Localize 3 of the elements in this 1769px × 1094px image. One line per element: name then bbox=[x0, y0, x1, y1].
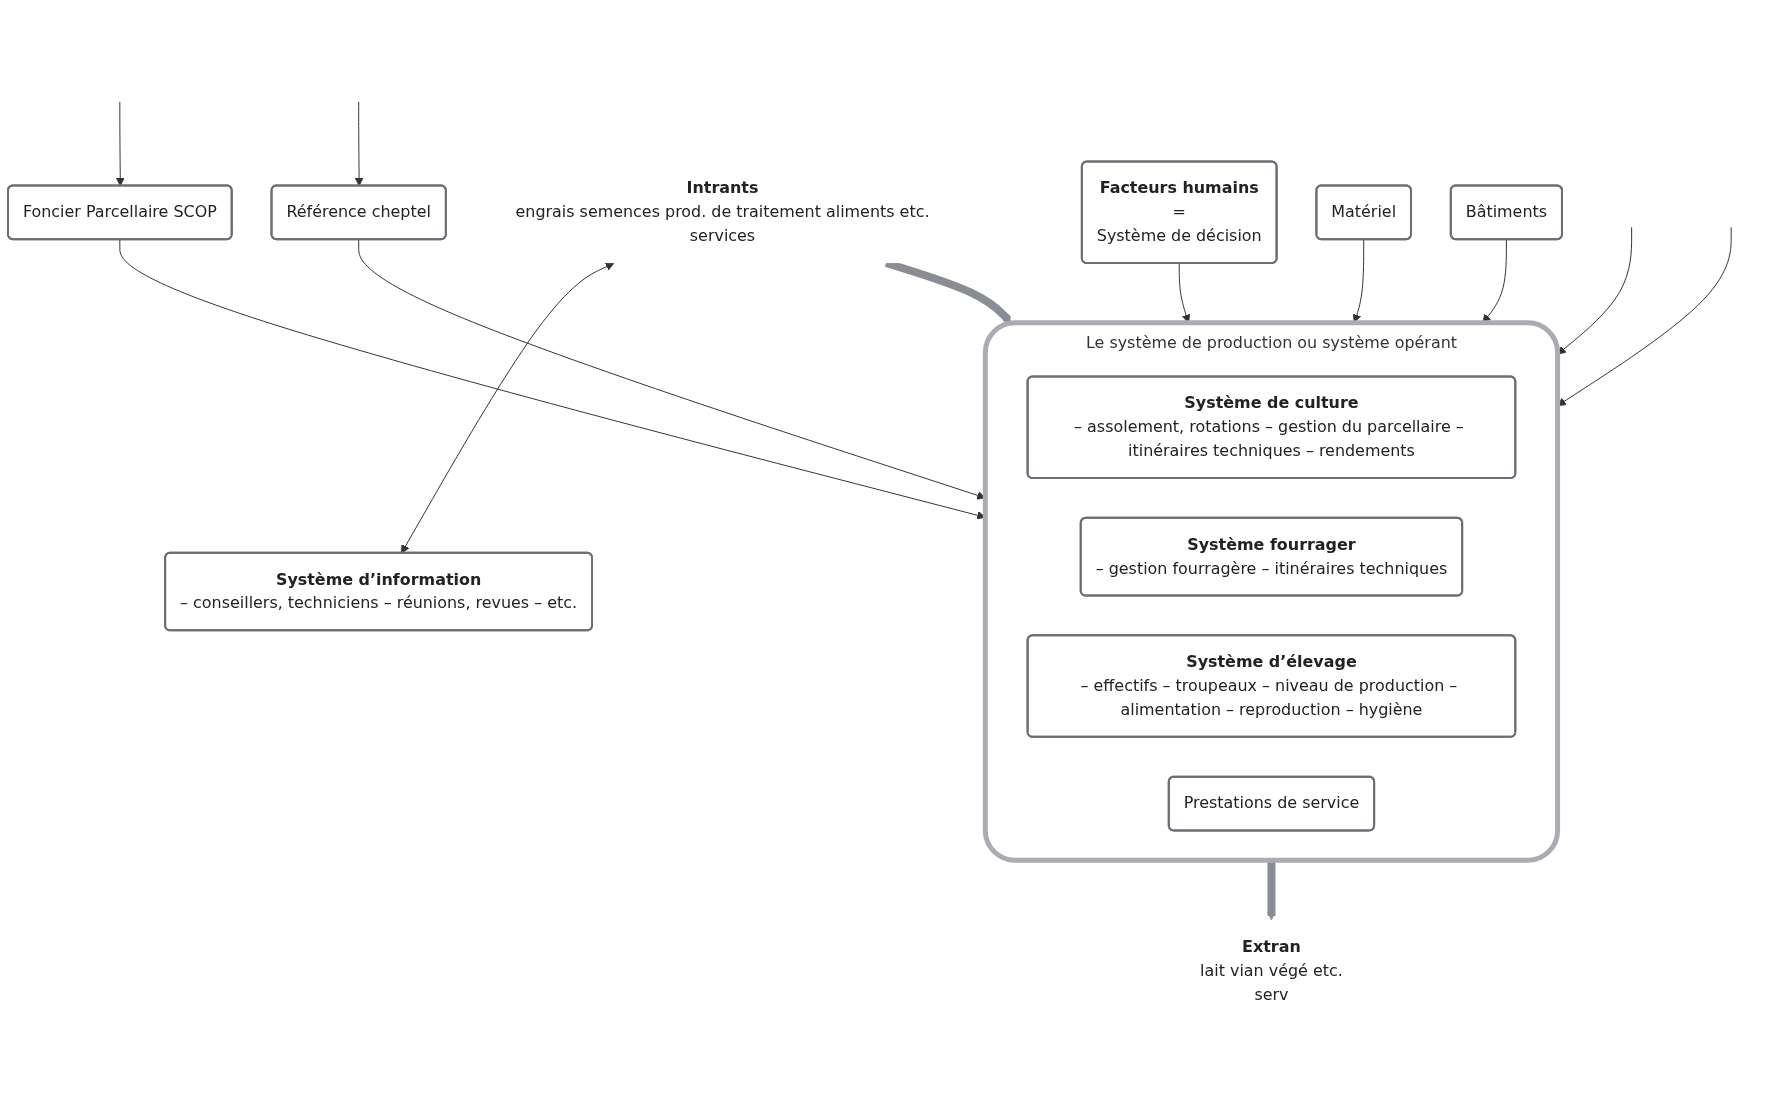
node-text: Intrants engrais semences prod. de traitement aliments etc. services bbox=[515, 178, 930, 246]
arrow bbox=[1267, 860, 1276, 921]
node-text: Extran lait vian végé etc. serv bbox=[1200, 937, 1343, 1004]
